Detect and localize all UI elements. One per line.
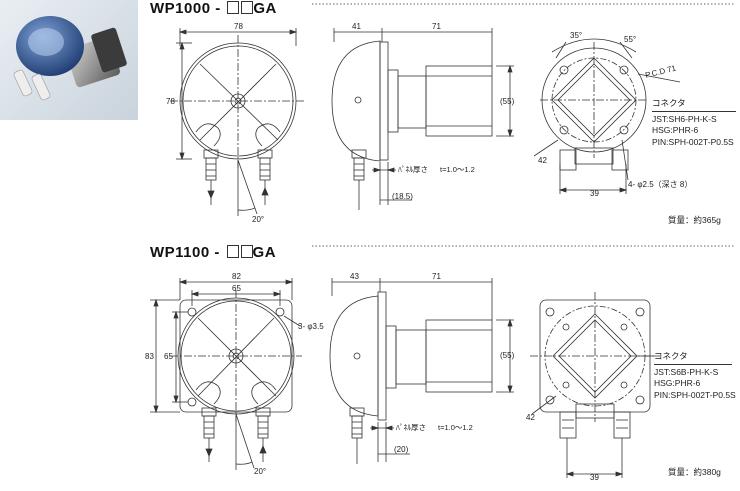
- wp1100-side-view: [329, 278, 514, 464]
- connector-line: JST:S6B-PH-K-S: [654, 366, 719, 377]
- wp1100-height-inner-label: 65: [164, 352, 173, 361]
- wp1000-offset-label: (18.5): [392, 192, 413, 201]
- wp1000-pitch-label: 39: [590, 189, 599, 198]
- wp1100-square-label: 42: [526, 413, 535, 422]
- wp1100-depth-a-label: 43: [350, 272, 359, 281]
- code-box: [241, 1, 254, 14]
- wp1100-angle-label: 20°: [254, 467, 266, 476]
- wp1000-width-label: 78: [234, 22, 243, 31]
- wp1000-connector-note: コネクタ JST:SH6-PH-K-S HSG:PHR-6 PIN:SPH-00…: [652, 98, 736, 148]
- wp1000-panel-label: ﾊﾟﾈﾙ厚さ: [398, 165, 428, 174]
- wp1000-angle-b-label: 55°: [624, 35, 636, 44]
- wp1100-height-label: 83: [145, 352, 154, 361]
- wp1000-front-view: [170, 28, 306, 216]
- wp1100-connector-note: コネクタ JST:S6B-PH-K-S HSG:PHR-6 PIN:SPH-00…: [654, 351, 736, 401]
- connector-line: JST:SH6-PH-K-S: [652, 113, 717, 124]
- wp1000-mass: 質量：約365g: [668, 215, 721, 225]
- wp1100-pitch-label: 39: [590, 473, 599, 482]
- wp1100-panel-label: ﾊﾟﾈﾙ厚さ: [396, 423, 426, 432]
- model-title-wp1000: WP1000 - GA: [150, 0, 277, 17]
- wp1000-depth-a-label: 41: [352, 22, 361, 31]
- wp1100-holes-label: 3- φ3.5: [298, 322, 324, 331]
- wp1000-depth-b-label: 71: [432, 22, 441, 31]
- wp1100-back-view: [530, 292, 660, 478]
- connector-title: コネクタ: [654, 351, 688, 361]
- pump-photo-illustration: [13, 16, 127, 101]
- wp1000-holes-label: 4- φ2.5（深さ 8）: [628, 180, 692, 189]
- wp1100-width-inner-label: 65: [232, 284, 241, 293]
- wp1000-pcd-label: P.C.D 71: [644, 63, 677, 79]
- wp1000-back-view: [533, 38, 681, 194]
- wp1100-front-view: [150, 278, 302, 470]
- wp1000-side-view: [331, 28, 514, 210]
- wp1100-panel-range: t=1.0〜1.2: [438, 423, 473, 432]
- connector-title: コネクタ: [652, 98, 686, 108]
- code-box: [226, 245, 239, 258]
- wp1000-square-label: 42: [538, 156, 547, 165]
- code-box: [240, 245, 253, 258]
- wp1000-motor-height-label: (55): [500, 97, 515, 106]
- wp1000-height-label: 78: [166, 97, 175, 106]
- wp1100-depth-b-label: 71: [432, 272, 441, 281]
- connector-line: HSG:PHR-6: [652, 125, 699, 135]
- connector-line: PIN:SPH-002T-P0.5S: [654, 389, 736, 400]
- wp1100-width-label: 82: [232, 272, 241, 281]
- wp1000-panel-range: t=1.0〜1.2: [440, 165, 475, 174]
- wp1100-motor-height-label: (55): [500, 351, 515, 360]
- wp1000-angle-label: 20°: [252, 215, 264, 224]
- wp1100-offset-label: (20): [394, 445, 409, 454]
- product-photo: [0, 0, 138, 120]
- connector-line: HSG:PHR-6: [654, 378, 701, 388]
- connector-line: PIN:SPH-002T-P0.5S: [652, 136, 734, 147]
- code-box: [227, 1, 240, 14]
- wp1000-angle-a-label: 35°: [570, 31, 582, 40]
- model-title-wp1100: WP1100 - GA: [150, 244, 277, 261]
- wp1100-mass: 質量：約380g: [668, 467, 721, 477]
